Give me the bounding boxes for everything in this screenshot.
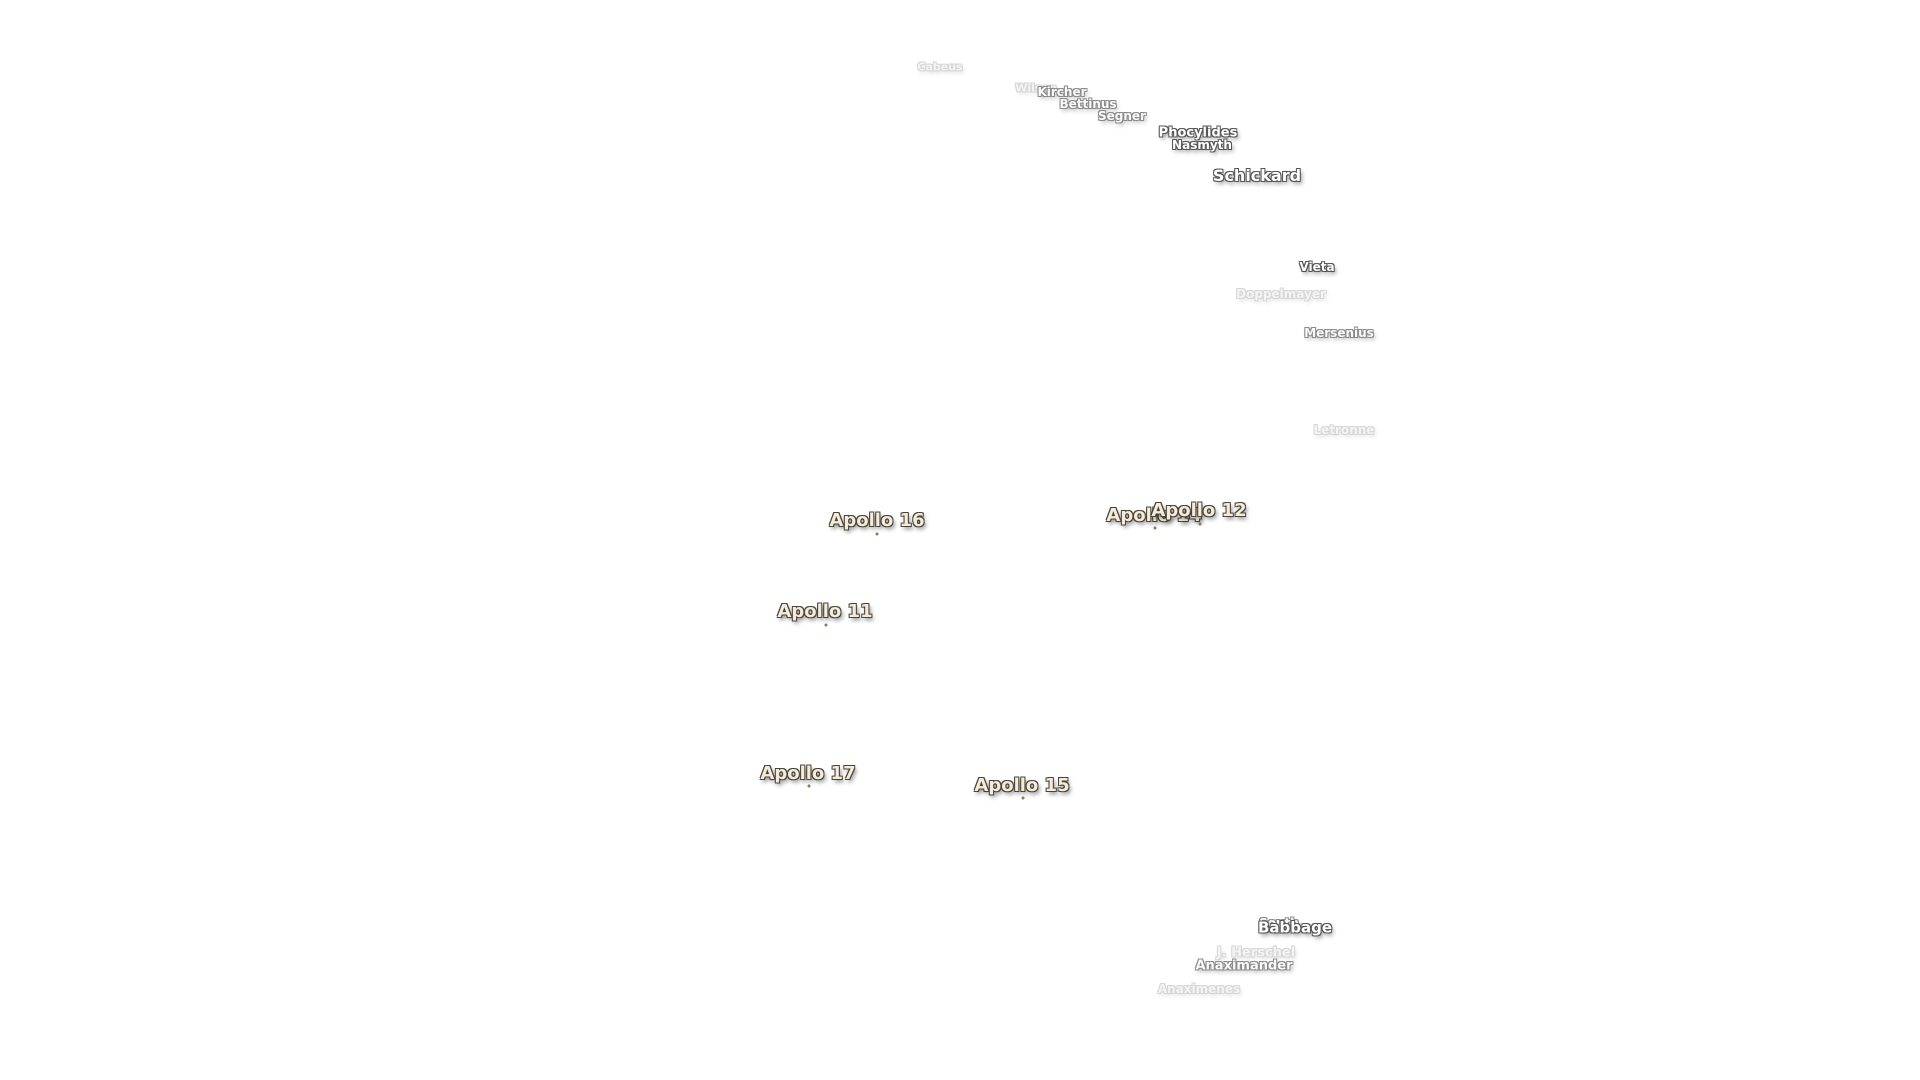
crater-label-babbage: Babbage <box>1257 918 1333 937</box>
crater-label-phocylides: Phocylides <box>1158 125 1238 141</box>
crater-label-bettinus: Bettinus <box>1059 97 1117 111</box>
crater-label-anaximenes: Anaximenes <box>1157 982 1241 996</box>
apollo-14-site-marker[interactable] <box>1153 526 1157 530</box>
apollo-site-label-17: Apollo 17 <box>760 763 856 784</box>
apollo-16-site-marker[interactable] <box>875 532 879 536</box>
apollo-site-label-12: Apollo 12 <box>1151 500 1247 521</box>
apollo-site-label-14: Apollo 14 <box>1106 505 1202 526</box>
crater-label-cabeus: Cabeus <box>917 60 963 74</box>
apollo-17-site-marker[interactable] <box>807 784 811 788</box>
crater-label-doppelmayer: Doppelmayer <box>1236 287 1326 301</box>
crater-label-letronne: Letronne <box>1313 423 1375 437</box>
apollo-12-site-marker[interactable] <box>1198 522 1202 526</box>
crater-label-south: South <box>1259 916 1299 930</box>
apollo-site-label-15: Apollo 15 <box>974 775 1070 796</box>
crater-label-kircher: Kircher <box>1037 85 1087 99</box>
crater-label-vieta: Vieta <box>1299 260 1335 274</box>
apollo-site-label-11: Apollo 11 <box>777 601 873 622</box>
crater-label-j-herschel: J. Herschel <box>1216 945 1296 961</box>
apollo-site-label-16: Apollo 16 <box>829 510 925 531</box>
crater-label-segner: Segner <box>1098 109 1146 123</box>
apollo-15-site-marker[interactable] <box>1021 796 1025 800</box>
crater-label-mersenius: Mersenius <box>1304 326 1374 340</box>
crater-label-nasmyth: Nasmyth <box>1172 138 1232 152</box>
crater-label-wilson: Wilson <box>1015 81 1057 95</box>
crater-label-schickard: Schickard <box>1212 166 1302 185</box>
apollo-11-site-marker[interactable] <box>824 623 828 627</box>
crater-label-anaximander: Anaximander <box>1195 958 1293 974</box>
